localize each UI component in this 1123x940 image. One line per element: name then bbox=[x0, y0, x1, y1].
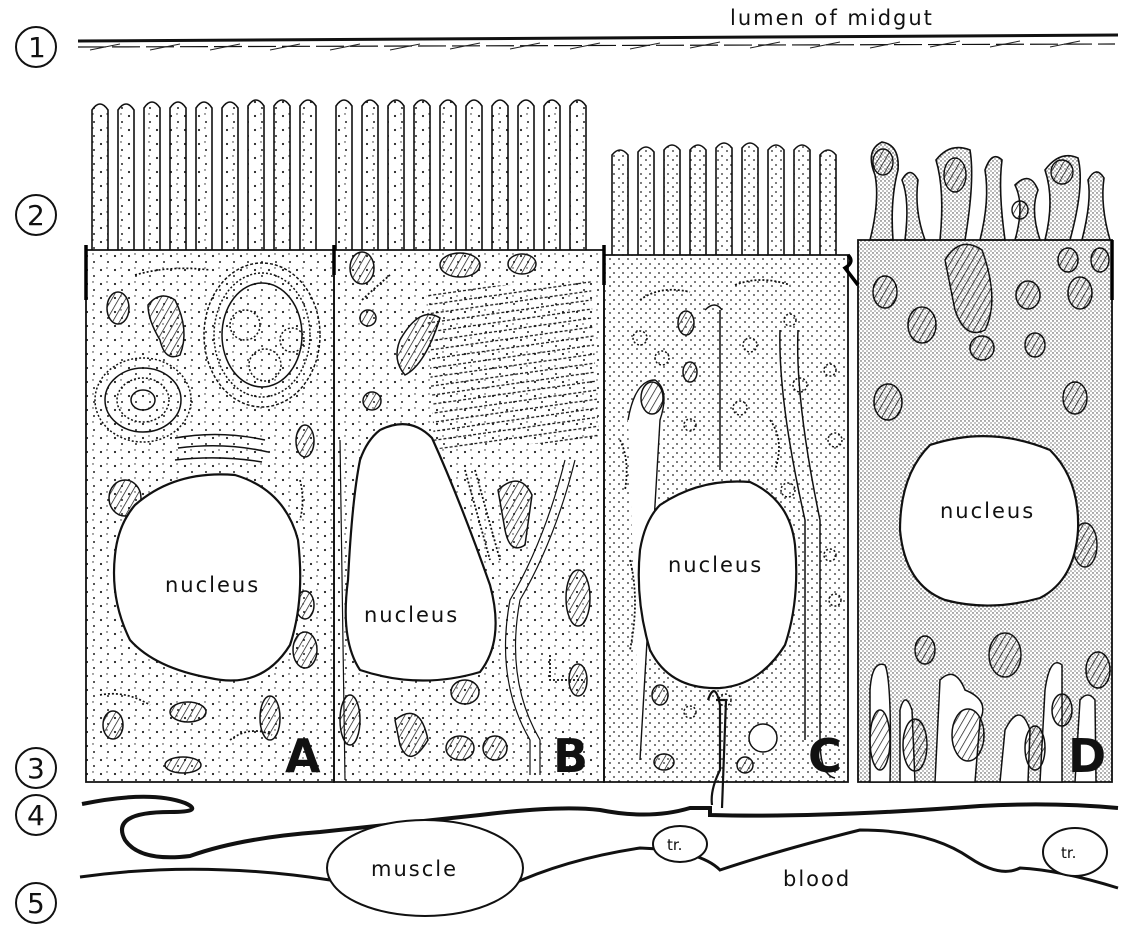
nucleus-c-label: nucleus bbox=[668, 553, 763, 577]
layer-4-number: 4 bbox=[27, 799, 45, 832]
cell-a-letter: A bbox=[285, 729, 321, 783]
layer-5-number: 5 bbox=[27, 887, 45, 920]
trachea-1-label: tr. bbox=[667, 836, 682, 854]
nucleus-a-label: nucleus bbox=[165, 573, 260, 597]
basal-membrane bbox=[82, 797, 1118, 858]
blood-label: blood bbox=[783, 867, 851, 891]
muscle-label: muscle bbox=[371, 857, 458, 881]
microvilli-ab bbox=[92, 100, 586, 250]
cell-d-letter: D bbox=[1068, 729, 1106, 783]
layer-3-number: 3 bbox=[27, 752, 45, 785]
blood-lower-border bbox=[80, 830, 1118, 896]
lumen-label: lumen of midgut bbox=[730, 6, 934, 30]
layer-numbers: 1 2 3 4 5 bbox=[16, 27, 56, 923]
trachea-2-label: tr. bbox=[1061, 844, 1076, 862]
microvilli-c bbox=[612, 143, 836, 255]
nucleus-b-label: nucleus bbox=[364, 603, 459, 627]
microvilli-d bbox=[870, 142, 1110, 240]
cell-b-letter: B bbox=[553, 729, 588, 783]
lumen-border bbox=[78, 35, 1118, 50]
layer-1-number: 1 bbox=[28, 31, 46, 64]
layer-2-number: 2 bbox=[27, 199, 45, 232]
nucleus-c bbox=[639, 481, 797, 688]
nucleus-d-label: nucleus bbox=[940, 499, 1035, 523]
cell-c-letter: C bbox=[808, 729, 842, 783]
